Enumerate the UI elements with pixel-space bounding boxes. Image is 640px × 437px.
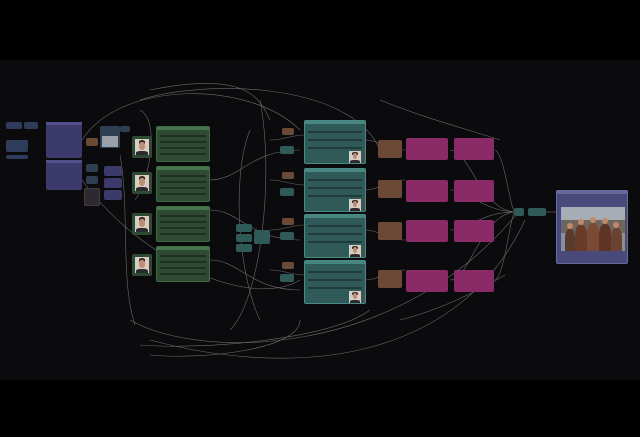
upscale-node[interactable] bbox=[528, 208, 546, 216]
conditioning-node[interactable] bbox=[282, 262, 294, 269]
face-analysis-group[interactable] bbox=[156, 206, 210, 242]
save-image-node[interactable] bbox=[556, 190, 628, 264]
lora-node[interactable] bbox=[104, 166, 122, 176]
face-swap-node[interactable] bbox=[406, 220, 448, 242]
face-image-node[interactable] bbox=[132, 254, 152, 276]
face-swap-node[interactable] bbox=[406, 270, 448, 292]
conditioning-node[interactable] bbox=[280, 274, 294, 282]
person-portrait-icon bbox=[135, 216, 149, 232]
person-portrait-icon bbox=[135, 139, 149, 155]
face-analysis-group[interactable] bbox=[156, 126, 210, 162]
sampler-group[interactable] bbox=[304, 168, 366, 212]
face-image-node[interactable] bbox=[132, 213, 152, 235]
person-portrait-icon bbox=[349, 245, 361, 257]
face-detailer-node[interactable] bbox=[378, 270, 402, 288]
person-portrait-icon bbox=[349, 199, 361, 211]
loader-node[interactable] bbox=[24, 122, 38, 129]
conditioning-node[interactable] bbox=[282, 172, 294, 179]
face-detailer-node[interactable] bbox=[378, 140, 402, 158]
group-photo-icon bbox=[561, 207, 625, 251]
group-photo-icon bbox=[102, 136, 118, 147]
node-graph-canvas[interactable] bbox=[0, 60, 640, 380]
reroute-node[interactable] bbox=[86, 164, 98, 172]
face-image-node[interactable] bbox=[132, 172, 152, 194]
face-swap-node[interactable] bbox=[454, 220, 494, 242]
prompt-node[interactable] bbox=[46, 160, 82, 190]
face-swap-node[interactable] bbox=[406, 138, 448, 160]
person-portrait-icon bbox=[349, 151, 361, 163]
sampler-group[interactable] bbox=[304, 214, 366, 258]
conditioning-node[interactable] bbox=[282, 128, 294, 135]
face-swap-node[interactable] bbox=[454, 270, 494, 292]
loader-node[interactable] bbox=[6, 122, 22, 129]
conditioning-node[interactable] bbox=[282, 218, 294, 225]
mask-node[interactable] bbox=[236, 234, 252, 242]
mask-node[interactable] bbox=[254, 230, 270, 244]
face-swap-node[interactable] bbox=[454, 180, 494, 202]
conditioning-node[interactable] bbox=[280, 188, 294, 196]
checkpoint-loader-node[interactable] bbox=[46, 122, 82, 158]
mask-node[interactable] bbox=[236, 224, 252, 232]
loader-node[interactable] bbox=[6, 140, 28, 152]
face-analysis-group[interactable] bbox=[156, 246, 210, 282]
reroute-node[interactable] bbox=[86, 176, 98, 184]
settings-node[interactable] bbox=[84, 188, 100, 206]
face-swap-node[interactable] bbox=[406, 180, 448, 202]
face-detailer-node[interactable] bbox=[378, 222, 402, 240]
face-analysis-group[interactable] bbox=[156, 166, 210, 202]
person-portrait-icon bbox=[135, 175, 149, 191]
reference-image-node[interactable] bbox=[100, 126, 120, 148]
conditioning-node[interactable] bbox=[280, 146, 294, 154]
person-portrait-icon bbox=[349, 291, 361, 303]
lora-node[interactable] bbox=[104, 190, 122, 200]
reroute-node[interactable] bbox=[86, 138, 98, 146]
loader-node[interactable] bbox=[6, 155, 28, 159]
upscale-node[interactable] bbox=[514, 208, 524, 216]
face-swap-node[interactable] bbox=[454, 138, 494, 160]
lora-node[interactable] bbox=[104, 178, 122, 188]
face-image-node[interactable] bbox=[132, 136, 152, 158]
conditioning-node[interactable] bbox=[280, 232, 294, 240]
person-portrait-icon bbox=[135, 257, 149, 273]
mask-node[interactable] bbox=[236, 244, 252, 252]
face-detailer-node[interactable] bbox=[378, 180, 402, 198]
sampler-group[interactable] bbox=[304, 260, 366, 304]
image-loader-node[interactable] bbox=[120, 126, 130, 132]
sampler-group[interactable] bbox=[304, 120, 366, 164]
